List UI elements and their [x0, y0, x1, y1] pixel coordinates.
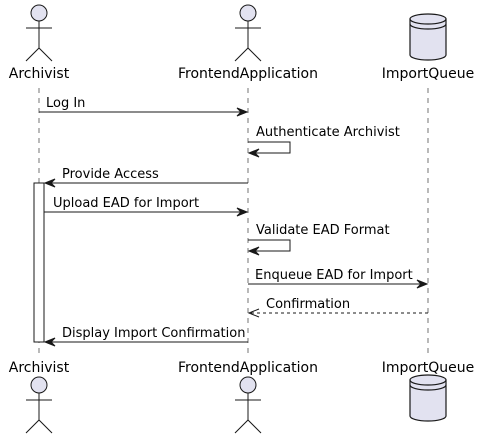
- participant-name: Archivist: [9, 360, 70, 376]
- actor-legs: [25, 47, 53, 62]
- database-rim-inner: [409, 23, 447, 30]
- message-label: Log In: [46, 96, 85, 111]
- archivist-activation-bar: [33, 182, 45, 343]
- message-label: Authenticate Archivist: [256, 125, 400, 140]
- actor-legs: [25, 419, 53, 434]
- participants-top: Archivist FrontendApplication ImportQueue: [9, 4, 474, 82]
- frontend-participant-top: FrontendApplication: [178, 4, 318, 82]
- message-label: Validate EAD Format: [256, 223, 390, 238]
- archivist-participant-top: Archivist: [9, 4, 70, 82]
- message-label: Provide Access: [62, 167, 159, 182]
- database-rim: [409, 379, 447, 386]
- actor-head: [30, 376, 48, 394]
- message-3: Provide Access: [45, 167, 248, 184]
- frontend-participant-bottom: FrontendApplication: [178, 360, 318, 434]
- database-rim-inner: [409, 384, 447, 391]
- database-body: [409, 13, 447, 61]
- arrowhead: [43, 337, 56, 347]
- message-2: Authenticate Archivist: [248, 125, 400, 154]
- actor-legs: [234, 47, 262, 62]
- participant-name: FrontendApplication: [178, 66, 318, 82]
- message-4: Upload EAD for Import: [44, 196, 247, 213]
- actor-head: [30, 4, 48, 22]
- actor-head: [239, 376, 257, 394]
- participant-name: Archivist: [9, 66, 70, 82]
- activations-layer: [33, 182, 45, 343]
- message-self-arrow: [248, 141, 291, 154]
- queue-participant-bottom: ImportQueue: [382, 360, 474, 422]
- archivist-participant-bottom: Archivist: [9, 360, 70, 434]
- actor-legs: [234, 419, 262, 434]
- message-7: Confirmation: [247, 297, 428, 318]
- message-5: Validate EAD Format: [248, 223, 390, 252]
- message-label: Enqueue EAD for Import: [255, 268, 413, 283]
- participant-name: ImportQueue: [382, 66, 474, 82]
- arrowhead: [236, 207, 249, 217]
- arrowhead: [247, 148, 260, 158]
- message-8: Display Import Confirmation: [45, 326, 248, 343]
- actor-head: [239, 4, 257, 22]
- arrowhead: [43, 178, 56, 188]
- arrowhead: [236, 107, 249, 117]
- queue-participant-top: ImportQueue: [382, 13, 474, 82]
- arrowhead: [247, 246, 260, 256]
- message-self-arrow: [248, 239, 291, 252]
- message-label: Confirmation: [266, 297, 350, 312]
- message-label: Display Import Confirmation: [62, 326, 245, 341]
- database-rim: [409, 18, 447, 25]
- database-body: [409, 374, 447, 422]
- participant-name: FrontendApplication: [178, 360, 318, 376]
- message-1: Log In: [39, 96, 247, 113]
- message-label: Upload EAD for Import: [53, 196, 199, 211]
- participant-name: ImportQueue: [382, 360, 474, 376]
- arrowhead: [247, 308, 260, 318]
- arrowhead: [416, 279, 429, 289]
- message-6: Enqueue EAD for Import: [248, 268, 427, 285]
- participants-bottom: Archivist FrontendApplication ImportQueue: [9, 360, 474, 434]
